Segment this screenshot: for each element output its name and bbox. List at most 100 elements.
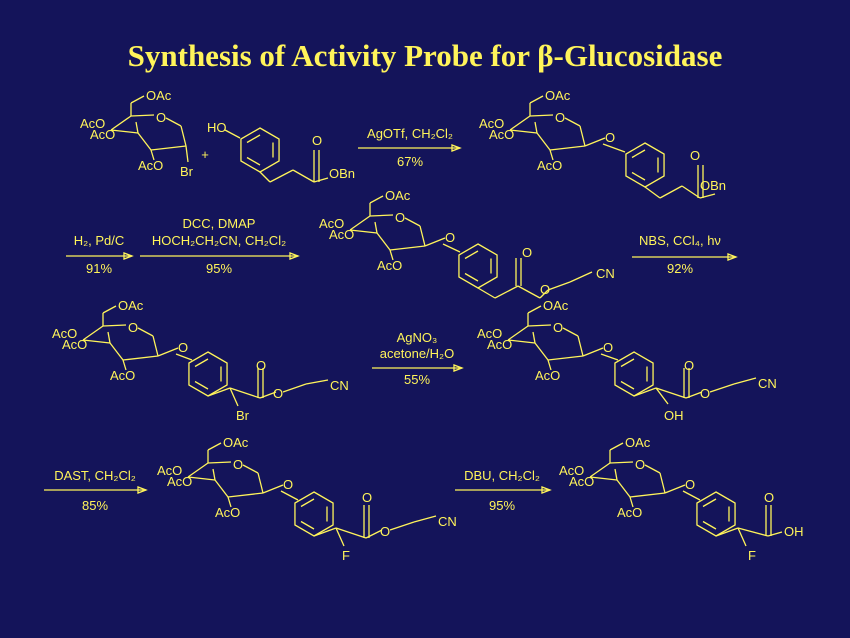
arrow-step1-head: [451, 144, 462, 152]
carbonyl-o-label: O: [764, 490, 774, 505]
bond: [389, 521, 415, 531]
bond: [137, 132, 152, 151]
oac-label: OAc: [385, 188, 411, 203]
bond: [609, 442, 624, 451]
oh-label: OH: [664, 408, 684, 423]
bond: [549, 149, 554, 161]
bond: [659, 185, 683, 199]
bond: [207, 387, 231, 397]
aco-label: AcO: [62, 337, 87, 352]
arrow-step3-head: [289, 252, 300, 260]
bond: [187, 462, 209, 478]
bond: [562, 327, 579, 337]
bond: [424, 237, 446, 247]
f-label: F: [748, 548, 756, 563]
bond: [110, 115, 132, 131]
aco-label: AcO: [489, 127, 514, 142]
glycosidic-o-label: O: [685, 477, 695, 492]
bond: [589, 476, 618, 481]
ester-o-label: O: [380, 524, 390, 539]
bond: [229, 387, 261, 399]
bond: [150, 145, 187, 151]
bond: [369, 214, 394, 217]
bond: [549, 145, 586, 151]
bond: [292, 169, 315, 183]
arrow-step4-head: [727, 253, 738, 261]
carbonyl-o-label: O: [690, 148, 700, 163]
bond: [655, 387, 687, 399]
bond: [82, 325, 104, 341]
bond: [389, 245, 426, 251]
bond: [152, 335, 159, 357]
bond: [227, 492, 264, 498]
bond: [633, 387, 657, 397]
bond: [187, 476, 216, 481]
bond: [137, 327, 154, 337]
glycosidic-o-label: O: [605, 130, 615, 145]
bond: [130, 114, 155, 117]
bond: [659, 472, 666, 494]
reagents-step4: NBS, CCl₄, hν: [639, 233, 721, 248]
bond: [413, 515, 437, 523]
aco-label: AcO: [569, 474, 594, 489]
bond: [536, 132, 551, 151]
bond: [122, 359, 127, 371]
ring-o-label: O: [128, 320, 138, 335]
bond: [259, 171, 271, 183]
bond: [582, 347, 604, 357]
ring-o-label: O: [555, 110, 565, 125]
oac-label: OAc: [545, 88, 571, 103]
bond: [629, 496, 634, 508]
bond: [577, 335, 584, 357]
oac-label: OAc: [146, 88, 172, 103]
bond: [313, 527, 337, 537]
bond: [507, 339, 536, 344]
ring-o-label: O: [635, 457, 645, 472]
aco-label: AcO: [487, 337, 512, 352]
arrow-step7-head: [541, 486, 552, 494]
bond: [685, 391, 703, 399]
aromatic-double-bond: [194, 358, 209, 368]
aco-label: AcO: [215, 505, 240, 520]
bond: [212, 468, 216, 481]
bond: [242, 464, 259, 474]
oac-label: OAc: [118, 298, 144, 313]
bond: [529, 114, 554, 117]
bond: [305, 379, 329, 385]
oac-label: OAc: [223, 435, 249, 450]
aco-label: AcO: [157, 463, 182, 478]
bond: [180, 125, 187, 147]
bond: [175, 353, 193, 361]
aco-label: AcO: [477, 326, 502, 341]
yield-step6: 85%: [82, 498, 108, 513]
bond: [214, 479, 229, 498]
arrow-step2-head: [123, 252, 134, 260]
bond: [644, 464, 661, 474]
bond: [282, 383, 307, 393]
aco-label: AcO: [319, 216, 344, 231]
ring-o-label: O: [233, 457, 243, 472]
aco-label: AcO: [138, 158, 163, 173]
bond: [227, 496, 232, 508]
bond: [534, 342, 549, 361]
bond: [110, 129, 139, 134]
bond: [609, 461, 634, 464]
bond: [494, 285, 519, 299]
bond: [109, 342, 124, 361]
ester-o-label: O: [273, 386, 283, 401]
bond: [82, 339, 111, 344]
bond: [185, 145, 189, 163]
aromatic-double-bond: [631, 149, 646, 159]
bond: [579, 125, 586, 147]
carbonyl-o-label: O: [362, 490, 372, 505]
carbonyl-o-label: O: [684, 358, 694, 373]
cn-label: CN: [758, 376, 777, 391]
yield-step3: 95%: [206, 261, 232, 276]
bond: [135, 121, 139, 134]
bond: [616, 479, 631, 498]
bond: [534, 121, 538, 134]
bond: [655, 387, 669, 405]
bond: [259, 391, 277, 399]
